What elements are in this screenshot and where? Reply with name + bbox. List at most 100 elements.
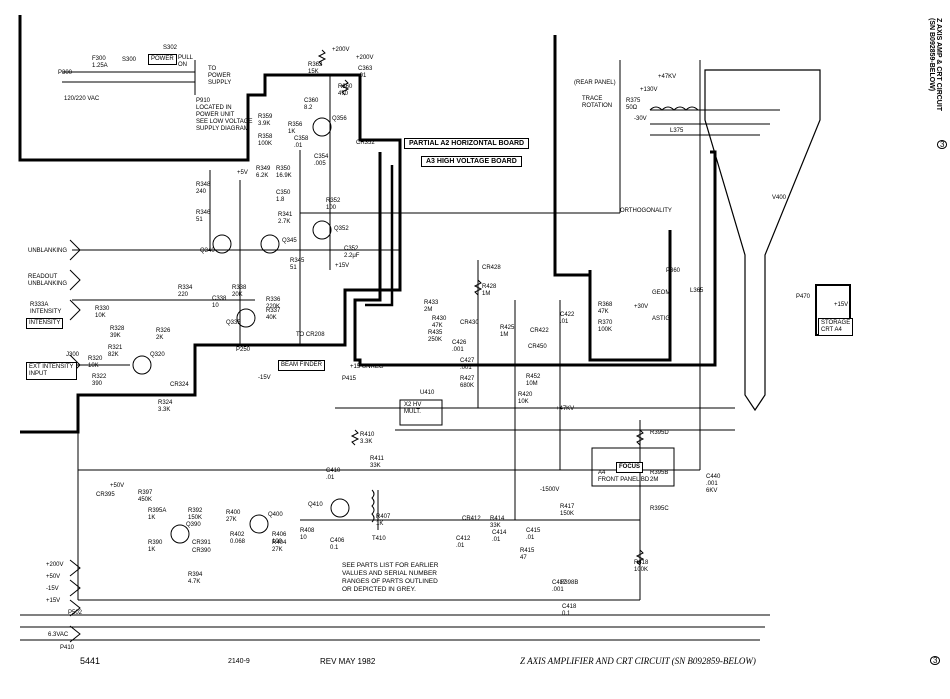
- r410-label: R410 3.3K: [360, 432, 375, 445]
- p250-label: P250: [236, 347, 251, 353]
- c352-label: C352 2.2μF: [344, 246, 360, 259]
- cr430-label: CR430: [460, 320, 479, 326]
- cr352-label: CR352: [356, 140, 375, 146]
- ext-intensity-box: EXT INTENSITY INPUT: [26, 362, 77, 380]
- intensity-box: INTENSITY: [26, 318, 64, 329]
- footer-code: 5441: [80, 656, 101, 666]
- power-switch-label: POWER: [148, 54, 177, 65]
- q400-label: Q400: [268, 512, 283, 518]
- r326-label: R326 2K: [156, 328, 171, 341]
- c440-label: C440 .001 6KV: [706, 474, 721, 494]
- storage-crt-box: STORAGE CRT A4: [818, 318, 854, 336]
- plus200-label: +200V: [356, 55, 374, 61]
- r420-label: R420 10K: [518, 392, 533, 405]
- r408-label: R408 10: [300, 528, 315, 541]
- r322-label: R322 390: [92, 374, 107, 387]
- r404-label: R404 27K: [272, 540, 287, 553]
- footer-title: Z AXIS AMPLIFIER AND CRT CIRCUIT (SN B09…: [520, 656, 756, 666]
- c417-label: C417 .001: [552, 580, 567, 593]
- c354-label: C354 .005: [314, 154, 329, 167]
- q340-label: Q340: [200, 248, 215, 254]
- partial-a2-board-label: PARTIAL A2 HORIZONTAL BOARD: [404, 138, 530, 149]
- r395c-label: R395C: [650, 506, 669, 512]
- r402-label: R402 0.068: [230, 532, 246, 545]
- r392-label: R392 150K: [188, 508, 203, 521]
- r400-label: R400 27K: [226, 510, 241, 523]
- pull-on-label: PULL ON: [178, 55, 194, 68]
- c363-label: C363 .01: [358, 66, 373, 79]
- r368-label: R368 47K: [598, 302, 613, 315]
- r390-label: R390 1K: [148, 540, 163, 553]
- a3-board-label: A3 HIGH VOLTAGE BOARD: [421, 156, 522, 167]
- r398-label: R398B: [560, 580, 579, 586]
- c338-label: C338 10: [212, 296, 227, 309]
- r375-label: R375 50Ω: [626, 98, 641, 111]
- cr450-label: CR450: [528, 344, 547, 350]
- p910-label: P910 LOCATED IN POWER UNIT SEE LOW VOLTA…: [196, 98, 253, 132]
- p502-label: P502: [68, 610, 83, 616]
- v+15-label: +15V: [46, 598, 61, 604]
- q345-label: Q345: [282, 238, 297, 244]
- rail-minus1500: -1500V: [540, 487, 560, 493]
- right-board-outline: [553, 35, 672, 362]
- p300-label: P300: [58, 70, 73, 76]
- rail-plus5: +5V: [237, 170, 248, 176]
- trace-label: TRACE ROTATION: [582, 96, 613, 109]
- r336-label: R336 220K: [266, 297, 281, 310]
- r348-label: R348 240: [196, 182, 211, 195]
- footer-drawing: 2140-9: [228, 658, 250, 665]
- rail-plus130: +130V: [640, 87, 658, 93]
- q320-label: Q320: [150, 352, 165, 358]
- rail-plus47kv: +47KV: [658, 74, 677, 80]
- cr422-label: CR422: [530, 328, 549, 334]
- p415-label: P415: [342, 376, 357, 382]
- cr395-label: CR395: [96, 492, 115, 498]
- side-number: 3: [937, 140, 948, 149]
- q335-label: Q335: [226, 320, 241, 326]
- r320-label: R320 10K: [88, 356, 103, 369]
- r334-label: R334 220: [178, 285, 193, 298]
- u410-label: U410: [420, 390, 435, 396]
- v+200-label: +200V: [46, 562, 64, 568]
- c422-label: C422 .01: [560, 312, 575, 325]
- rail-minus15: -15V: [258, 375, 271, 381]
- plus15ungrg-label: +15 UNREG: [350, 364, 384, 370]
- r338-label: R338 20K: [232, 285, 247, 298]
- c358-label: C358 .01: [294, 136, 309, 149]
- c406-label: C406 0.1: [330, 538, 345, 551]
- beam-finder-box: BEAM FINDER: [278, 360, 326, 371]
- v400-label: V400: [772, 195, 787, 201]
- r360-label: R360 470: [338, 84, 353, 97]
- r345-label: R345 51: [290, 258, 305, 271]
- p470-label: P470: [796, 294, 811, 300]
- cr428-label: CR428: [482, 265, 501, 271]
- readout-label: READOUT UNBLANKING: [28, 274, 68, 287]
- side-title: Z AXIS AMP & CRT CIRCUIT (SN B092859-BEL…: [928, 18, 942, 112]
- astig-label: ASTIG: [652, 316, 671, 322]
- p360-label: P360: [666, 268, 681, 274]
- a4-label: A4 FRONT PANEL BD: [598, 470, 650, 483]
- focus-box: FOCUS: [616, 462, 643, 473]
- c350-label: C350 1.8: [276, 190, 291, 203]
- c426-label: C426 .001: [452, 340, 467, 353]
- r418-label: R418 100K: [634, 560, 649, 573]
- r350-label: R350 16.9K: [276, 166, 292, 179]
- c412-label: C412 .01: [456, 536, 471, 549]
- geom-label: GEOM: [652, 290, 671, 296]
- p410-label: P410: [60, 645, 75, 651]
- fuse-label: F300 1.25A: [92, 56, 108, 69]
- crt-outline: [704, 69, 821, 412]
- footer-number: 3: [930, 656, 941, 665]
- c414-label: C414 .01: [492, 530, 507, 543]
- rearpanel-label: (REAR PANEL): [574, 80, 616, 86]
- r395d-label: R395D: [650, 430, 669, 436]
- c418-label: C418 0.1: [562, 604, 577, 617]
- r452-label: R452 10M: [526, 374, 541, 387]
- r359-label: R359 3.9K: [258, 114, 273, 127]
- r427-label: R427 680K: [460, 376, 475, 389]
- r341-label: R341 2.7K: [278, 212, 293, 225]
- r395a-label: R395A 1K: [148, 508, 167, 521]
- r397-label: R397 450K: [138, 490, 153, 503]
- r349-label: R349 6.2K: [256, 166, 271, 179]
- c415-label: C415 .01: [526, 528, 541, 541]
